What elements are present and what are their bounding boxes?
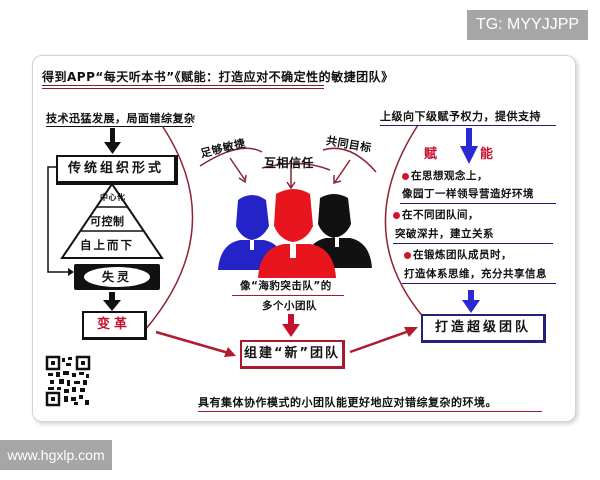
- empower-label-right: 能: [480, 147, 494, 162]
- title-underline: [42, 88, 324, 89]
- empower-label-left: 赋: [424, 147, 438, 162]
- traditional-organization-box: 传统组织形式: [56, 155, 178, 185]
- new-team-box: 组建“新”团队: [240, 340, 345, 369]
- arrow-down-icon: [282, 314, 300, 337]
- title-underline: [42, 85, 324, 86]
- qr-code-icon: [45, 355, 91, 407]
- right-curve: [384, 124, 425, 319]
- pyramid-level-middle: 可控制: [90, 215, 125, 228]
- arrow-down-icon: [460, 128, 478, 164]
- trait-trust: 互相信任: [264, 156, 315, 170]
- bullet-2-line1: 在不同团队间，: [393, 207, 479, 222]
- people-caption-line1: 像“海豹突击队”的: [240, 280, 332, 292]
- arrow-down-icon: [462, 290, 480, 313]
- bullet-3-line1: 在锻炼团队成员时，: [404, 247, 512, 262]
- failure-badge: 失灵: [74, 264, 160, 290]
- bullet-underline: [402, 283, 556, 284]
- arrow-down-icon: [104, 128, 121, 154]
- bullet-1-line1: 在思想观念上，: [402, 168, 488, 183]
- change-box: 变革: [82, 311, 147, 340]
- bullet-underline: [393, 243, 553, 244]
- bullet-1-line2: 像园丁一样领导营造好环境: [402, 188, 534, 200]
- arrow-down-icon: [103, 292, 121, 311]
- bullet-dot-icon: [404, 251, 411, 259]
- diagram-title: 得到APP“每天听本书”《赋能：打造应对不确定性的敏捷团队》: [42, 70, 394, 84]
- bullet-3-line2: 打造体系思维，充分共享信息: [404, 268, 547, 280]
- left-header: 技术迅猛发展，局面错综复杂: [46, 112, 196, 125]
- feedback-loop-line: [47, 166, 72, 273]
- team-people-icon: [218, 189, 372, 278]
- super-team-box: 打造超级团队: [421, 314, 546, 343]
- pyramid-level-bottom: 自上而下: [80, 238, 134, 252]
- bullet-underline: [400, 203, 556, 204]
- bullet-2-line2: 突破深井，建立关系: [395, 228, 494, 240]
- pyramid-icon: [60, 182, 164, 259]
- bullet-dot-icon: [402, 172, 409, 180]
- right-header-underline: [380, 125, 556, 126]
- failure-label: 失灵: [84, 267, 150, 287]
- watermark-bottom-left: www.hgxlp.com: [0, 440, 112, 470]
- left-header-underline: [46, 126, 192, 127]
- right-header: 上级向下级赋予权力，提供支持: [380, 110, 541, 123]
- people-caption-line2: 多个小团队: [262, 300, 317, 312]
- pyramid-level-top: 中心化: [100, 193, 126, 202]
- bullet-dot-icon: [393, 211, 400, 219]
- people-caption-underline: [232, 295, 344, 296]
- watermark-top-right: TG: MYYJJPP: [467, 10, 588, 40]
- conclusion-underline: [198, 411, 542, 412]
- left-curve: [144, 126, 194, 331]
- conclusion-text: 具有集体协作模式的小团队能更好地应对错综复杂的环境。: [198, 396, 497, 409]
